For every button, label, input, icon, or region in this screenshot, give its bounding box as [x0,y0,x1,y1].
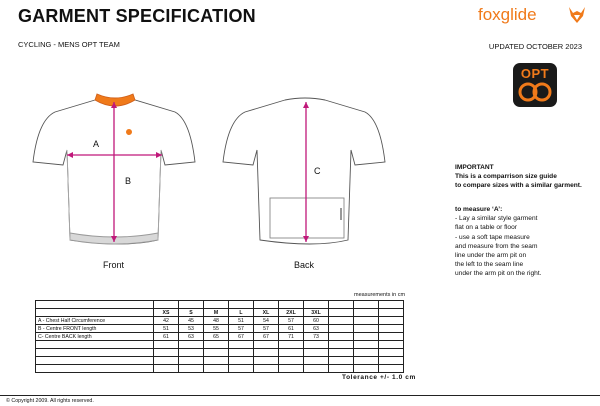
page-title: GARMENT SPECIFICATION [18,6,256,26]
table-row [35,364,404,373]
table-cell: 71 [278,332,304,341]
table-cell: 61 [153,332,179,341]
table-cell: 67 [228,332,254,341]
back-jersey-drawing [222,97,386,245]
instruction-line: - Lay a similar style garment [455,215,538,223]
size-header-s: S [178,308,204,317]
size-header-xs: XS [153,308,179,317]
page-subtitle: CYCLING - MENS OPT TEAM [18,40,120,49]
jersey-diagram [32,93,386,245]
instruction-line: flat on a table or floor [455,224,517,232]
size-header-2xl: 2XL [278,308,304,317]
table-cell: 48 [203,316,229,325]
size-header-3xl: 3XL [303,308,329,317]
table-row [35,356,404,365]
important-heading: IMPORTANT [455,164,494,171]
table-cell: 61 [278,324,304,333]
measure-heading: to measure ‘A’: [455,206,503,213]
table-cell: 63 [303,324,329,333]
instruction-line: the left to the seam line [455,261,524,269]
front-emblem-icon [126,129,132,135]
measure-instructions: to measure ‘A’: - Lay a similar style ga… [455,205,595,279]
size-header-l: L [228,308,254,317]
front-label: Front [103,260,125,270]
fox-logo-icon [569,7,585,23]
opt-badge-text: OPT [520,66,550,81]
table-row: A - Chest Half Circumference 42 45 48 51… [35,316,404,325]
table-cell: 63 [178,332,204,341]
table-cell: 67 [253,332,279,341]
units-note: measurements in cm [354,292,406,298]
table-cell: 51 [228,316,254,325]
table-row: C- Centre BACK length 61 63 65 67 67 71 … [35,332,404,341]
copyright-text: © Copyright 2009. All rights reserved. [6,398,94,404]
table-cell: 51 [153,324,179,333]
table-row: B - Centre FRONT length 51 53 55 57 57 6… [35,324,404,333]
table-cell: 54 [253,316,279,325]
brand-logo-text: foxglide [478,5,537,24]
table-cell: 65 [203,332,229,341]
back-label: Back [294,260,315,270]
size-header-xl: XL [253,308,279,317]
instruction-line: under the arm pit on the right. [455,270,542,278]
row-label: A - Chest Half Circumference [35,316,154,325]
row-label: B - Centre FRONT length [35,324,154,333]
table-cell: 60 [303,316,329,325]
important-line: to compare sizes with a similar garment. [455,182,582,190]
opt-rings-icon [518,82,552,102]
table-cell: 73 [303,332,329,341]
table-row [35,348,404,357]
measure-a-letter: A [93,139,100,149]
instruction-line: and measure from the seam [455,242,538,250]
size-table: XS S M L XL 2XL 3XL A - Chest Half Circu… [35,300,404,373]
table-cell: 57 [253,324,279,333]
table-cell: 53 [178,324,204,333]
footer-divider [0,395,600,396]
updated-date: UPDATED OCTOBER 2023 [488,42,582,51]
size-header-m: M [203,308,229,317]
table-cell: 42 [153,316,179,325]
table-cell: 57 [228,324,254,333]
row-label: C- Centre BACK length [35,332,154,341]
measure-c-letter: C [314,166,321,176]
table-row [35,340,404,349]
table-cell: 55 [203,324,229,333]
instruction-line: line under the arm pit on [455,252,527,260]
table-cell: 45 [178,316,204,325]
table-row [35,300,404,309]
opt-badge [513,63,557,107]
table-cell: 57 [278,316,304,325]
instruction-line: - use a soft tape measure [455,233,530,241]
important-line: This is a comparrison size guide [455,173,557,181]
table-header-row: XS S M L XL 2XL 3XL [35,308,404,317]
important-note: IMPORTANT This is a comparrison size gui… [455,163,595,191]
tolerance-note: Tolerance +/- 1.0 cm [342,374,416,381]
measure-b-letter: B [125,176,132,186]
